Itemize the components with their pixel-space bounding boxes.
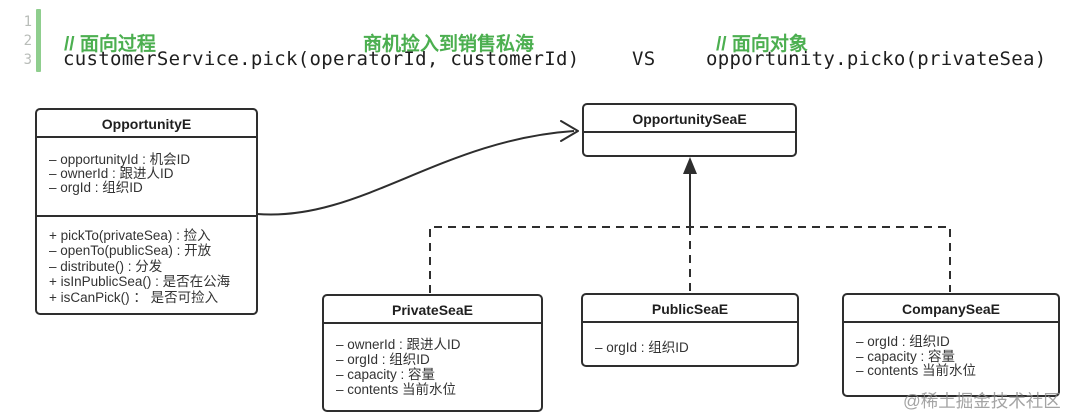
class-method: + isCanPick() ： 是否可捡入 bbox=[49, 289, 219, 305]
class-attribute: – capacity : 容量 bbox=[856, 348, 956, 364]
attributes-section: – orgId : 组织ID bbox=[583, 323, 797, 356]
association-arrowhead bbox=[560, 120, 579, 142]
class-attribute: – ownerId : 跟进人ID bbox=[336, 337, 461, 352]
class-attribute: – opportunityId : 机会ID bbox=[49, 152, 191, 167]
attributes-section: – opportunityId : 机会ID – ownerId : 跟进人ID… bbox=[37, 138, 256, 217]
class-title: CompanySeaE bbox=[844, 295, 1058, 323]
class-attribute: – orgId : 组织ID bbox=[856, 334, 950, 349]
dashed-connector-branches bbox=[429, 226, 951, 293]
attributes-section: – orgId : 组织ID – capacity : 容量 – content… bbox=[844, 323, 1058, 379]
class-attribute: – orgId : 组织ID bbox=[49, 180, 143, 195]
gutter-highlight-bar bbox=[36, 9, 41, 72]
class-title: OpportunityE bbox=[37, 110, 256, 138]
vs-label: VS bbox=[632, 48, 656, 70]
class-box-opportunity-e: OpportunityE – opportunityId : 机会ID – ow… bbox=[35, 108, 258, 315]
class-title: OpportunitySeaE bbox=[584, 105, 795, 133]
class-attribute: – ownerId : 跟进人ID bbox=[49, 166, 174, 181]
methods-section: + pickTo(privateSea) : 捡入 – openTo(publi… bbox=[37, 217, 256, 305]
comment-scenario: 商机捡入到销售私海 bbox=[363, 34, 535, 55]
class-box-company-sea-e: CompanySeaE – orgId : 组织ID – capacity : … bbox=[842, 293, 1060, 397]
class-attribute: – orgId : 组织ID bbox=[336, 352, 430, 367]
class-attribute: – orgId : 组织ID bbox=[595, 340, 689, 355]
association-arrow-curve bbox=[256, 130, 575, 216]
class-method: – distribute() : 分发 bbox=[49, 258, 163, 274]
attributes-section: – ownerId : 跟进人ID – orgId : 组织ID – capac… bbox=[324, 324, 541, 397]
class-method: + pickTo(privateSea) : 捡入 bbox=[49, 228, 211, 243]
class-attribute: – capacity : 容量 bbox=[336, 367, 436, 382]
class-attribute: – contents 当前水位 bbox=[856, 363, 977, 379]
comment-procedural: // 面向过程 bbox=[64, 34, 156, 55]
line-number-2: 2 bbox=[23, 33, 32, 49]
line-number-1: 1 bbox=[23, 14, 32, 30]
code-oo-call: opportunity.picko(privateSea) bbox=[706, 48, 1047, 70]
class-title: PrivateSeaE bbox=[324, 296, 541, 324]
class-attribute: – contents 当前水位 bbox=[336, 382, 457, 397]
generalization-arrowhead bbox=[683, 157, 697, 174]
class-method: + isInPublicSea() : 是否在公海 bbox=[49, 274, 231, 290]
class-box-public-sea-e: PublicSeaE – orgId : 组织ID bbox=[581, 293, 799, 367]
code-procedural-call: customerService.pick(operatorId, custome… bbox=[63, 48, 580, 70]
class-box-opportunity-sea-e: OpportunitySeaE bbox=[582, 103, 797, 157]
class-method: – openTo(publicSea) : 开放 bbox=[49, 243, 212, 259]
class-box-private-sea-e: PrivateSeaE – ownerId : 跟进人ID – orgId : … bbox=[322, 294, 543, 412]
line-number-3: 3 bbox=[23, 52, 32, 68]
watermark: @稀土掘金技术社区 bbox=[903, 391, 1061, 411]
comment-object-oriented: // 面向对象 bbox=[716, 34, 808, 55]
class-title: PublicSeaE bbox=[583, 295, 797, 323]
attributes-section-empty bbox=[584, 133, 795, 146]
